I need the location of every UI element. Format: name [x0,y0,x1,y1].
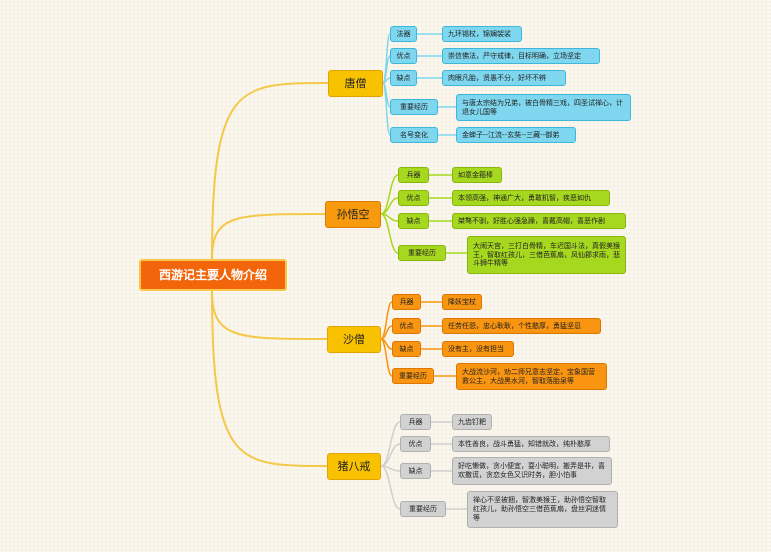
tang-events-text: 与唐太宗结为兄弟，被白骨精三戏，四圣试禅心，计退女儿国等 [456,94,631,121]
branch-connector [380,338,393,377]
branch-connector [382,82,391,136]
sha-label-flaws: 缺点 [392,341,421,357]
sha-weapon-text: 降妖宝杖 [442,294,482,310]
branch-connector [380,465,401,510]
zhu-label-flaws: 缺点 [400,463,431,479]
trunk-connector [211,290,328,467]
sha-label-events: 重要经历 [392,368,434,384]
sun-flaws-text: 桀骜不驯，好胜心强急躁，喜戴高帽，喜恶作剧 [452,213,626,229]
sun-merits-text: 本领高强，神通广大，勇敢机智，疾恶如仇 [452,190,610,206]
sha-label-weapon: 兵器 [392,294,421,310]
sha-merits-text: 任劳任怨，忠心耿耿，个性憨厚，勇猛坚忍 [442,318,601,334]
sun-weapon-text: 如意金箍棒 [452,167,502,183]
sha-flaws-text: 没有主，没有担当 [442,341,514,357]
sun-label-events: 重要经历 [398,245,446,261]
sha-events-text: 大战流沙河，劝二师兄意志坚定，宝象国营救公主，大战黑水河，智取落胎泉等 [456,363,607,390]
branch-zhu-bajie: 猪八戒 [327,453,381,480]
branch-connector [380,174,399,215]
sha-label-merits: 优点 [392,318,421,334]
trunk-connector [211,213,326,260]
sun-events-text: 大闹天宫，三打白骨精，车迟国斗法，真假美猴王，智取红孩儿，三借芭蕉扇，风仙郡求雨… [467,236,626,274]
zhu-events-text: 禅心不坚被捆，智激美猴王，助孙悟空智取红孩儿，助孙悟空三借芭蕉扇，盘丝洞迷情等 [467,491,618,528]
zhu-weapon-text: 九齿钉耙 [452,414,492,430]
tang-label-flaws: 缺点 [390,70,417,86]
sun-label-flaws: 缺点 [398,213,429,229]
branch-sun-wukong: 孙悟空 [325,201,381,228]
sun-label-merits: 优点 [398,190,429,206]
branch-connector [380,421,401,467]
tang-label-names: 名号变化 [390,127,438,143]
tang-label-merits: 优点 [390,48,417,64]
branch-connector [380,213,399,254]
zhu-merits-text: 本性善良，战斗勇猛，知错就改，纯朴憨厚 [452,436,610,452]
tang-label-events: 重要经历 [390,99,438,115]
sun-label-weapon: 兵器 [398,167,429,183]
branch-sha-seng: 沙僧 [327,326,381,353]
root-topic: 西游记主要人物介绍 [139,259,287,291]
tang-flaws-text: 肉眼凡胎，贤愚不分，好坏不辨 [442,70,566,86]
zhu-label-weapon: 兵器 [400,414,431,430]
zhu-label-events: 重要经历 [400,501,446,517]
zhu-label-merits: 优点 [400,436,431,452]
trunk-connector [211,290,328,340]
zhu-flaws-text: 好吃懒做，贪小便宜，耍小聪明，搬弄是非，喜欢撒谎，贪恋女色又识时务，胆小怕事 [452,457,612,485]
tang-merits-text: 崇信佛法，严守戒律，目标明确，立场坚定 [442,48,600,64]
tang-weapon-text: 九环锡杖，锦斓袈裟 [442,26,522,42]
tang-names-text: 金蝉子--江流--玄奘--三藏--御弟 [456,127,576,143]
tang-label-weapon: 法器 [390,26,417,42]
branch-tang-seng: 唐僧 [328,70,383,97]
trunk-connector [211,82,329,260]
